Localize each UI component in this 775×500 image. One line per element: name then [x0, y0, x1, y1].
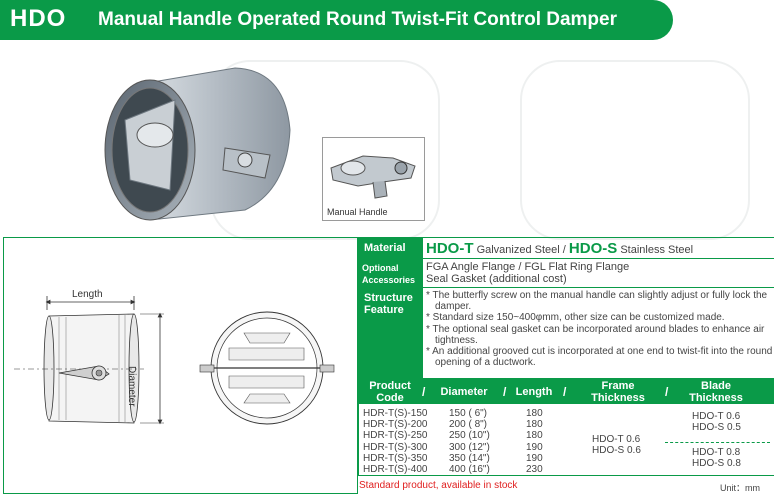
header-banner: HDO Manual Handle Operated Round Twist-F… — [0, 0, 673, 40]
accessories-line: Seal Gasket (additional cost) — [426, 273, 567, 285]
material-s-text: Stainless Steel — [620, 244, 694, 256]
length-label: Length — [72, 289, 103, 300]
table-cell: HDR-T(S)-300 — [363, 441, 428, 453]
table-cell: HDO-S 0.8 — [692, 458, 741, 470]
page-title: Manual Handle Operated Round Twist-Fit C… — [98, 9, 618, 30]
table-cell: 300 (12") — [449, 441, 490, 453]
table-cell: HDO-S 0.5 — [692, 422, 741, 434]
accessories-label-line: Optional — [362, 263, 399, 273]
header-separator: / — [422, 385, 426, 399]
manual-handle-inset: Manual Handle — [322, 137, 425, 221]
damper-drawing — [14, 296, 335, 425]
header-text: Thickness — [689, 392, 743, 404]
table-cell: HDR-T(S)-350 — [363, 452, 428, 464]
accessories-row: Optional Accessories FGA Angle Flange / … — [358, 258, 774, 287]
table-cell: HDR-T(S)-200 — [363, 419, 428, 431]
structure-label-line: Feature — [364, 304, 404, 316]
header-separator: / — [665, 385, 669, 399]
blade-divider — [665, 442, 770, 443]
column-length: 180 180 180 190 190 230 — [526, 408, 543, 475]
column-blade-thickness-upper: HDO-T 0.6 HDO-S 0.5 — [692, 411, 741, 433]
structure-label: Structure Feature — [358, 288, 423, 378]
structure-features: * The butterfly screw on the manual hand… — [426, 288, 774, 378]
size-table-body: HDR-T(S)-150 HDR-T(S)-200 HDR-T(S)-250 H… — [358, 404, 774, 476]
accessories-label-line: Accessories — [362, 275, 416, 285]
table-cell: 200 ( 8") — [449, 419, 488, 431]
feature-item: * An additional grooved cut is incorpora… — [426, 346, 773, 369]
header-blade-thickness: Blade Thickness — [676, 380, 756, 404]
stock-note: Standard product, available in stock — [359, 480, 518, 491]
size-table-header: Product Code / Diameter / Length / Frame… — [358, 378, 774, 404]
feature-item: * The optional seal gasket can be incorp… — [426, 323, 765, 346]
header-frame-thickness: Frame Thickness — [578, 380, 658, 404]
material-value: HDO-T Galvanized Steel / HDO-S Stainless… — [426, 238, 774, 258]
table-cell: 190 — [526, 452, 543, 464]
unit-note: Unit：mm — [720, 483, 760, 493]
table-cell: HDR-T(S)-150 — [363, 408, 428, 419]
table-cell: 150 ( 6") — [449, 408, 488, 419]
header-text: Product — [369, 380, 411, 392]
column-product-code: HDR-T(S)-150 HDR-T(S)-200 HDR-T(S)-250 H… — [363, 408, 427, 475]
table-cell: HDO-S 0.6 — [592, 445, 641, 457]
material-s-code: HDO-S — [568, 240, 618, 257]
table-cell: 250 (10") — [449, 430, 490, 442]
technical-drawing-panel: Length Diameter — [3, 237, 358, 494]
accessories-label: Optional Accessories — [358, 259, 423, 287]
accessories-line: FGA Angle Flange / FGL Flat Ring Flange — [426, 261, 630, 273]
damper-product-illustration — [104, 67, 291, 221]
header-text: Thickness — [591, 392, 645, 404]
manual-handle-caption: Manual Handle — [327, 207, 388, 217]
material-t-text: Galvanized Steel / — [476, 244, 566, 256]
material-t-code: HDO-T — [426, 240, 474, 257]
column-blade-thickness-lower: HDO-T 0.8 HDO-S 0.8 — [692, 447, 741, 469]
feature-item: * The butterfly screw on the manual hand… — [426, 290, 768, 313]
specification-table: Material HDO-T Galvanized Steel / HDO-S … — [358, 237, 774, 378]
table-cell: 350 (14") — [449, 452, 490, 464]
table-cell: 180 — [526, 430, 543, 442]
table-cell: HDR-T(S)-400 — [363, 464, 428, 476]
manual-handle-illustration — [330, 155, 416, 199]
table-cell: HDO-T 0.6 — [692, 411, 741, 422]
structure-label-line: Structure — [364, 292, 413, 304]
feature-item: * Standard size 150~400φmm, other size c… — [426, 312, 725, 324]
table-cell: 230 — [526, 464, 543, 476]
header-text: Frame — [601, 380, 635, 392]
header-text: Blade — [701, 380, 731, 392]
header-separator: / — [503, 385, 507, 399]
diameter-label: Diameter — [126, 366, 137, 407]
material-row: Material HDO-T Galvanized Steel / HDO-S … — [358, 237, 774, 258]
table-cell: 190 — [526, 441, 543, 453]
header-diameter: Diameter — [440, 386, 488, 398]
product-code: HDO — [10, 5, 67, 32]
structure-row: Structure Feature * The butterfly screw … — [358, 287, 774, 378]
table-cell: 180 — [526, 419, 543, 431]
header-text: Code — [376, 392, 404, 404]
table-cell: HDO-T 0.8 — [692, 447, 741, 458]
table-cell: 400 (16") — [449, 464, 490, 476]
table-cell: 180 — [526, 408, 543, 419]
watermark-shape — [520, 60, 750, 240]
header-product-code: Product Code — [360, 380, 420, 404]
table-cell: HDO-T 0.6 — [592, 434, 641, 445]
column-frame-thickness: HDO-T 0.6 HDO-S 0.6 — [592, 434, 641, 456]
material-label: Material — [358, 238, 423, 258]
header-length: Length — [515, 386, 553, 398]
header-separator: / — [563, 385, 567, 399]
column-diameter: 150 ( 6") 200 ( 8") 250 (10") 300 (12") … — [449, 408, 490, 475]
table-cell: HDR-T(S)-250 — [363, 430, 428, 442]
accessories-value: FGA Angle Flange / FGL Flat Ring Flange … — [426, 259, 774, 287]
